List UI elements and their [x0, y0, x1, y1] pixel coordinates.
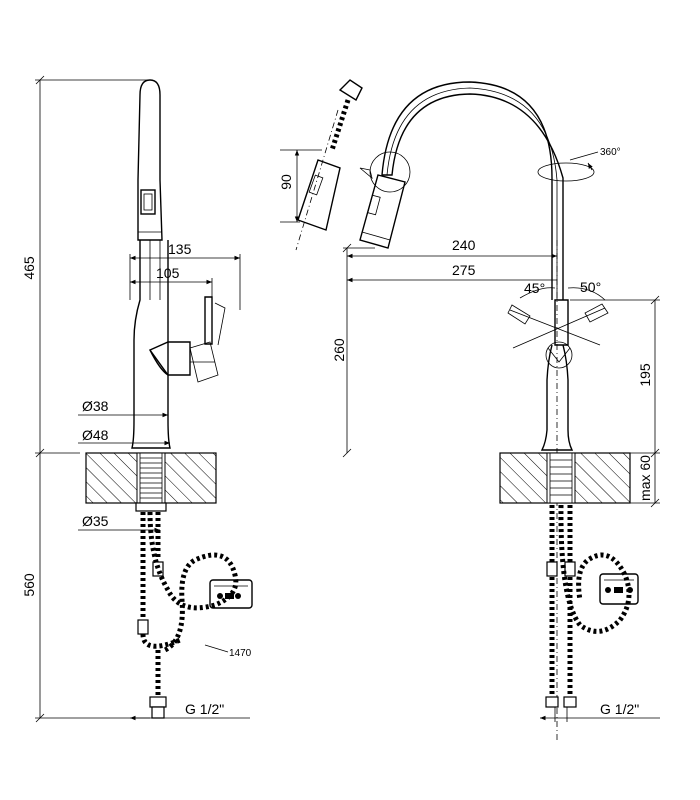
front-rotation-label: 360°	[600, 147, 621, 158]
front-spray-head	[359, 174, 406, 249]
front-counterweight	[599, 573, 639, 605]
side-dia-body-label: Ø38	[82, 398, 109, 414]
front-angle-right-label: 50°	[580, 279, 601, 295]
side-width-lever-label: 135	[168, 241, 192, 257]
front-lever-left-position	[507, 304, 531, 325]
side-lever-handle	[204, 296, 213, 345]
detail-spray-head	[297, 159, 341, 231]
side-hose-length-label: 1470	[229, 648, 252, 659]
side-height-top-label: 465	[21, 256, 37, 280]
side-body-tube	[131, 240, 171, 449]
front-body	[540, 344, 574, 451]
side-view: 465 560 135 105 Ø38 Ø48	[21, 75, 253, 723]
side-spout-body	[137, 79, 163, 241]
detail-hose-end	[338, 79, 363, 102]
side-width-handle-label: 105	[156, 265, 180, 281]
front-gooseneck-spout	[381, 81, 564, 300]
side-threaded-shank	[139, 453, 163, 503]
front-view: 360° 240 275 260 45° 50°	[331, 81, 660, 740]
front-supply-hoses	[545, 504, 632, 708]
front-thread-label: G 1/2"	[600, 701, 639, 717]
detail-pullout-label: 90	[278, 174, 294, 190]
side-supply-hoses	[137, 511, 239, 719]
front-lever-right-position	[584, 303, 609, 323]
front-angle-left-label: 45°	[524, 280, 545, 296]
front-detail-circle	[369, 151, 411, 193]
side-height-bottom-label: 560	[21, 573, 37, 597]
front-lever-height-label: 195	[637, 363, 653, 387]
front-reach-total-label: 275	[452, 262, 476, 278]
front-lever-cartridge	[545, 341, 573, 369]
front-deck-max-label: max 60	[637, 455, 653, 501]
side-counterweight	[209, 579, 253, 609]
side-spray-button	[140, 189, 156, 215]
front-threaded-shank	[549, 453, 573, 503]
side-dia-shank-label: Ø35	[82, 513, 109, 529]
side-thread-label: G 1/2"	[185, 701, 224, 717]
front-height-label: 260	[331, 338, 347, 362]
front-rotation-ellipse	[537, 162, 595, 182]
spray-detail: 90	[278, 79, 363, 251]
side-dia-base-label: Ø48	[82, 427, 109, 443]
front-reach-label: 240	[452, 237, 476, 253]
side-lever-housing	[148, 341, 191, 376]
